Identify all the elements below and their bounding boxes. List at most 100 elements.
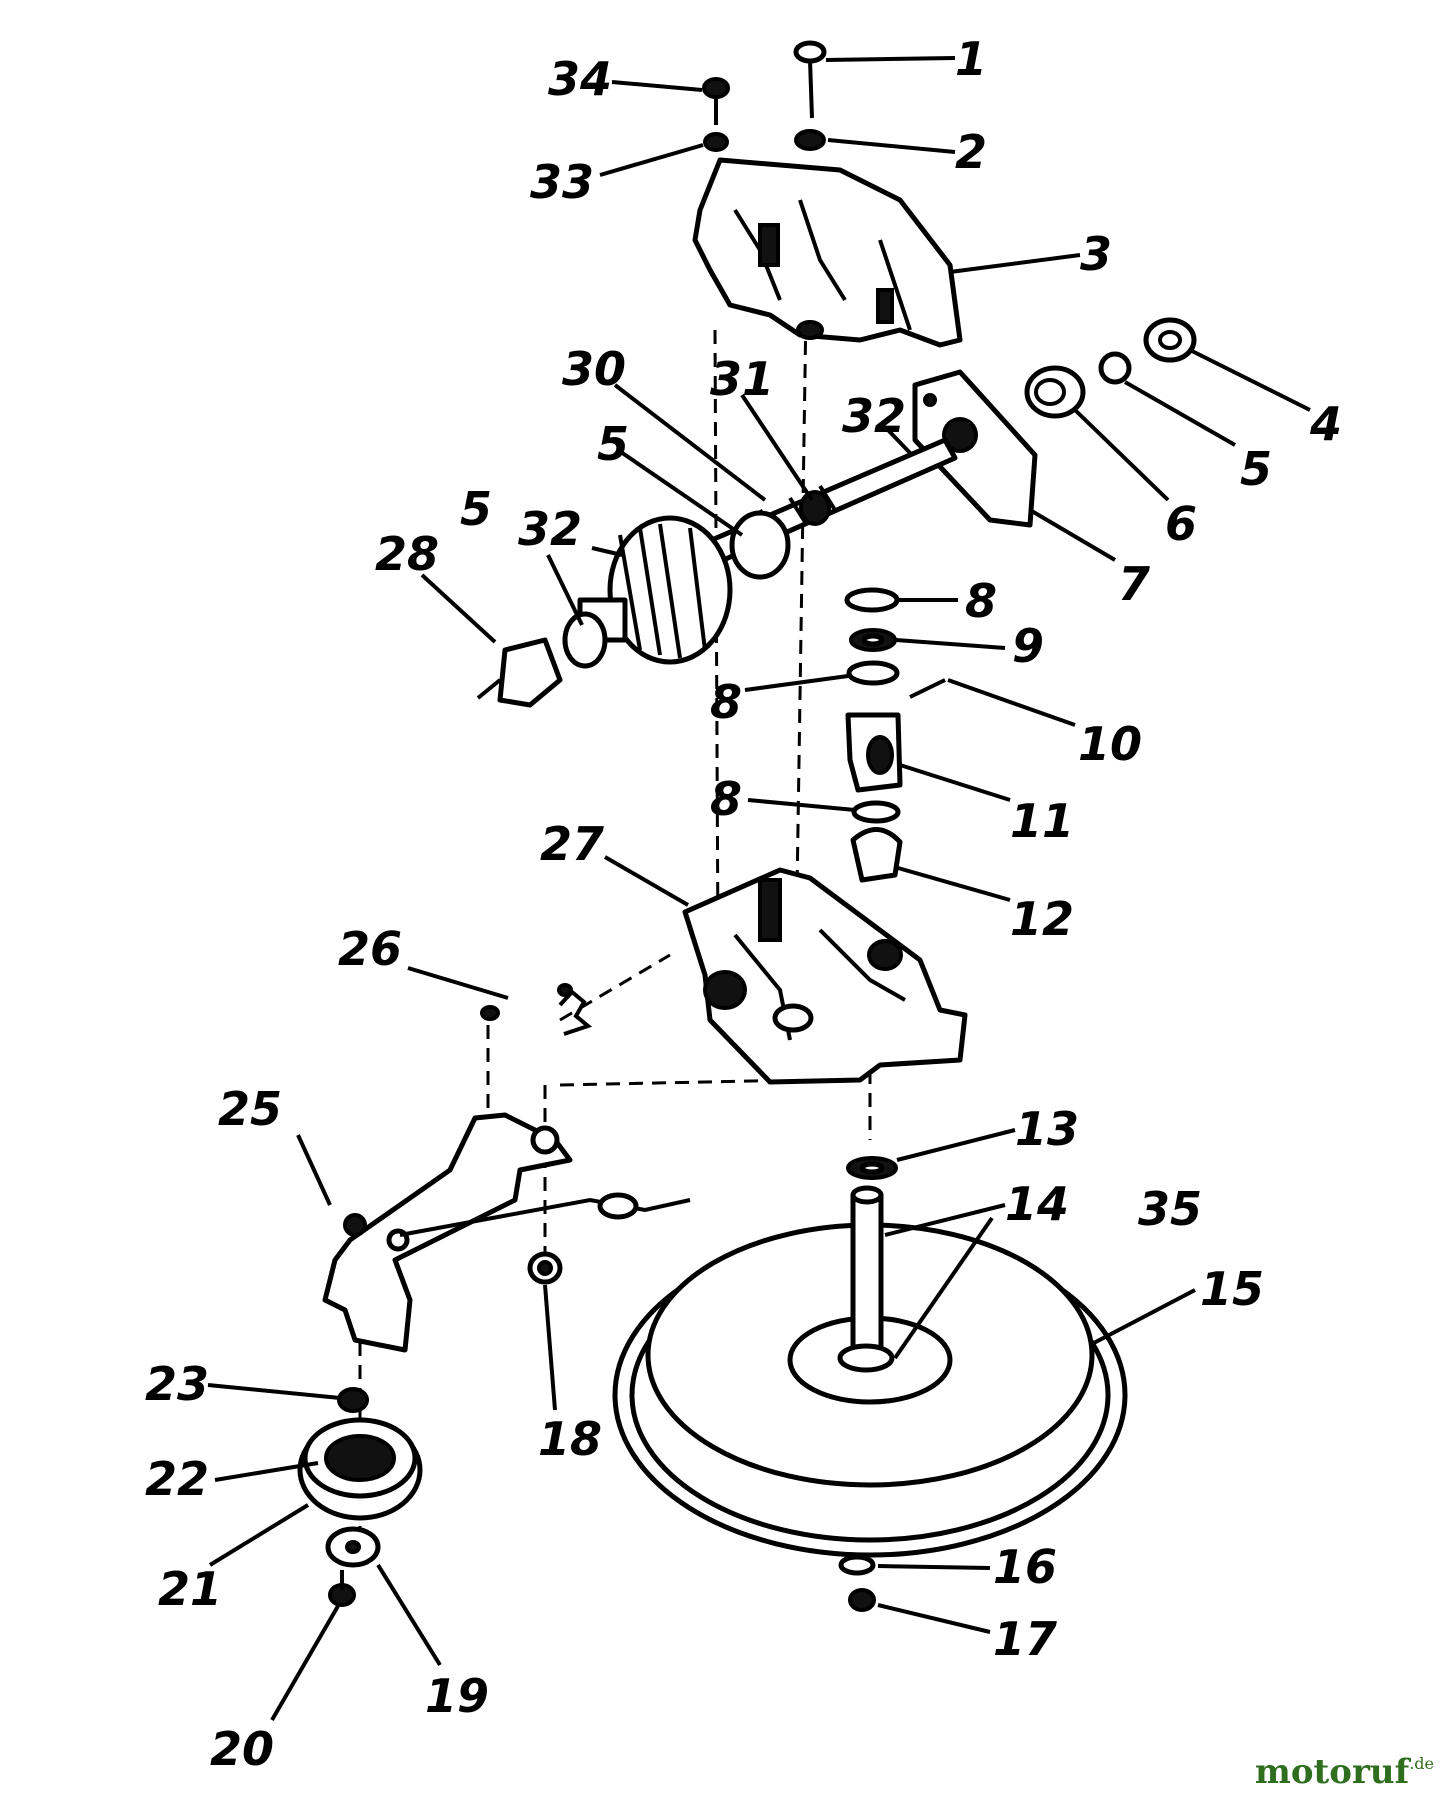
callout-8-top: 8	[965, 574, 997, 628]
part-8-washer-bottom	[851, 800, 901, 824]
part-23-washer	[337, 1387, 369, 1413]
callout-8-bottom: 8	[710, 772, 742, 826]
leader-26	[407, 966, 509, 1000]
leader-19	[376, 1563, 442, 1667]
part-1-bolt	[793, 40, 827, 119]
leader-33	[599, 143, 704, 177]
leader-25	[296, 1134, 332, 1206]
leader-16	[877, 1564, 991, 1570]
part-21-idler-pulley	[297, 1417, 423, 1521]
leader-5-left	[616, 448, 744, 537]
callout-1: 1	[955, 32, 987, 86]
part-8-washer-middle	[846, 660, 900, 686]
callout-30: 30	[562, 342, 626, 396]
part-13-washer	[846, 1156, 898, 1180]
callout-21: 21	[158, 1562, 222, 1616]
leader-6	[1073, 408, 1170, 502]
leader-9	[895, 638, 1006, 650]
leader-17	[877, 1603, 991, 1634]
leader-13	[896, 1128, 1016, 1162]
leader-2	[827, 138, 956, 154]
callout-14: 14	[1005, 1177, 1069, 1231]
part-8-washer-top	[844, 587, 900, 613]
callout-26: 26	[338, 922, 402, 976]
leader-30	[613, 383, 767, 502]
callout-11: 11	[1010, 794, 1074, 848]
callout-3: 3	[1080, 227, 1112, 281]
callout-8-middle: 8	[710, 675, 742, 729]
part-10-pin	[909, 678, 946, 699]
leader-8-bottom	[747, 798, 856, 812]
leader-31	[740, 393, 814, 502]
leader-10	[947, 678, 1076, 727]
callout-7: 7	[1118, 557, 1150, 611]
guide-line-spring	[559, 953, 671, 1022]
callout-27: 27	[540, 817, 604, 871]
leader-20	[270, 1604, 340, 1722]
watermark-logo: motoruf.de	[1255, 1752, 1434, 1792]
callout-5-center: 5	[597, 417, 629, 471]
callout-19: 19	[425, 1669, 489, 1723]
part-19-washer	[325, 1526, 381, 1568]
callout-18: 18	[538, 1412, 602, 1466]
callout-33: 33	[530, 155, 594, 209]
leader-28	[420, 573, 497, 644]
part-26-spring	[480, 983, 593, 1036]
callout-13: 13	[1015, 1102, 1079, 1156]
leader-21	[208, 1503, 310, 1567]
part-28-end-cap	[476, 637, 563, 708]
leader-32-left	[591, 546, 623, 557]
callout-28: 28	[375, 527, 439, 581]
part-11-worm-gear-small	[845, 712, 903, 793]
callout-5-left: 5	[460, 482, 492, 536]
leader-5-far-left	[546, 554, 584, 626]
part-15-large-pulley	[612, 1222, 1128, 1558]
part-7-mounting-plate	[912, 369, 1038, 528]
watermark-tld: .de	[1409, 1754, 1434, 1773]
callout-2: 2	[955, 125, 987, 179]
callout-16: 16	[993, 1540, 1057, 1594]
part-12-bearing	[850, 827, 903, 883]
part-4-nut	[1143, 317, 1197, 363]
leader-14	[884, 1203, 1006, 1237]
leader-8-middle	[744, 674, 849, 692]
part-34-screw	[702, 77, 730, 125]
part-lever-arm	[322, 1112, 573, 1353]
part-14-shaft	[837, 1185, 895, 1373]
callout-labels: 1 2 3 4 5 5 5 6 7 8 8 8 9 10 11 12 13 14…	[145, 32, 1342, 1776]
callout-34: 34	[548, 52, 612, 106]
callout-25: 25	[218, 1082, 282, 1136]
leader-32-right	[886, 428, 914, 457]
callout-17: 17	[993, 1612, 1057, 1666]
leader-7	[1028, 508, 1117, 562]
callout-22: 22	[145, 1452, 209, 1506]
callout-32-right: 32	[842, 389, 906, 443]
callout-9: 9	[1012, 619, 1044, 673]
part-20-bolt	[328, 1570, 356, 1607]
leader-11	[899, 763, 1011, 802]
part-9-ring	[849, 628, 897, 652]
leader-4	[1189, 348, 1311, 412]
callout-35: 35	[1138, 1182, 1202, 1236]
guide-line-bracket	[559, 1078, 801, 1087]
callout-5-right: 5	[1240, 442, 1272, 496]
callout-10: 10	[1078, 717, 1142, 771]
leader-18	[543, 1284, 557, 1411]
leader-23	[207, 1383, 341, 1400]
part-6-bushing	[1024, 365, 1086, 419]
part-spring-link	[399, 1192, 691, 1237]
guide-line-left	[713, 329, 720, 951]
part-33-washer	[703, 132, 729, 152]
leader-34	[611, 80, 703, 92]
leader-15	[1089, 1288, 1196, 1347]
part-30-worm-gear	[577, 510, 791, 665]
part-2-washer	[794, 129, 826, 151]
callout-4: 4	[1309, 397, 1342, 451]
part-5-ring-right	[1098, 351, 1132, 385]
leader-35	[893, 1216, 994, 1360]
part-27-transmission-housing	[682, 867, 968, 1085]
leader-22	[214, 1461, 319, 1482]
leader-27	[603, 855, 690, 907]
callout-6: 6	[1165, 497, 1197, 551]
